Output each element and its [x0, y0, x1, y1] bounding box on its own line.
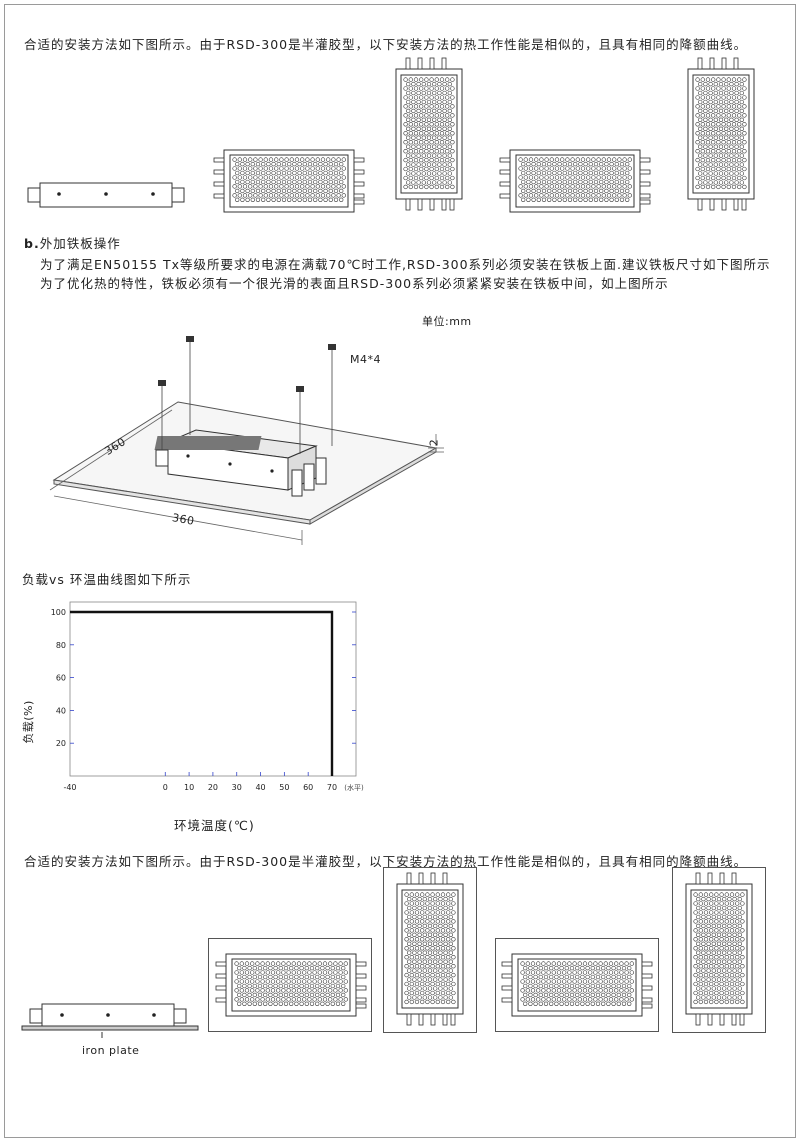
chart-ylabel: 负载(%) — [21, 700, 35, 744]
unit-label: 单位:mm — [422, 315, 472, 328]
derating-chart: 100 80 60 40 20 -40 0 10 20 30 40 50 60 70 (水平) — [51, 601, 364, 792]
y-tick-label: 60 — [56, 674, 66, 683]
x-tick-label: 60 — [303, 783, 313, 792]
vertical-unit-top-2 — [687, 57, 755, 211]
section-b-line1: 为了满足EN50155 Tx等级所要求的电源在满载70℃时工作,RSD-300系… — [40, 257, 771, 272]
dim-thickness: 2 — [427, 438, 441, 447]
plate-frame-1 — [208, 938, 372, 1032]
horizontal-unit-bottom-1 — [215, 953, 367, 1017]
vertical-unit-bottom-1 — [396, 872, 464, 1026]
x-tick-label: 20 — [208, 783, 218, 792]
x-tick-label: 10 — [184, 783, 194, 792]
section-b-line2: 为了优化热的特性，铁板必须有一个很光滑的表面且RSD-300系列必须紧紧安装在铁… — [40, 276, 669, 291]
vertical-unit-bottom-2 — [685, 872, 753, 1026]
side-view-unit-top — [27, 182, 185, 208]
isometric-mounting-drawing — [49, 336, 444, 545]
plate-frame-4 — [672, 867, 766, 1033]
x-tick-label: 50 — [279, 783, 289, 792]
plate-frame-2 — [383, 867, 477, 1033]
horizontal-unit-bottom-2 — [501, 953, 653, 1017]
y-tick-label: 20 — [56, 739, 66, 748]
horizontal-unit-top-1 — [213, 149, 365, 213]
chart-title: 负载vs 环温曲线图如下所示 — [22, 572, 192, 587]
x-tick-label: 0 — [163, 783, 168, 792]
chart-frame — [69, 601, 357, 777]
vertical-unit-top-1 — [395, 57, 463, 211]
x-tick-label: -40 — [63, 783, 76, 792]
derating-curve — [70, 610, 334, 776]
iron-plate-label: iron plate — [82, 1044, 140, 1057]
horizontal-unit-top-2 — [499, 149, 651, 213]
plate-frame-3 — [495, 938, 659, 1032]
side-view-unit-bottom — [21, 1003, 199, 1038]
x-tick-label: 70 — [327, 783, 337, 792]
x-unit-label: (水平) — [344, 783, 364, 792]
y-tick-label: 80 — [56, 641, 66, 650]
chart-xlabel: 环境温度(℃) — [174, 818, 255, 833]
section-a-intro: 合适的安装方法如下图所示。由于RSD-300是半灌胶型，以下安装方法的热工作性能… — [24, 37, 748, 52]
x-tick-label: 40 — [255, 783, 265, 792]
section-c-intro: 合适的安装方法如下图所示。由于RSD-300是半灌胶型，以下安装方法的热工作性能… — [24, 854, 748, 869]
section-b-title: 外加铁板操作 — [39, 236, 121, 251]
x-tick-label: 30 — [232, 783, 242, 792]
section-b-heading: b.外加铁板操作 — [24, 233, 121, 252]
section-b-prefix: b. — [24, 236, 40, 251]
screw-label: M4*4 — [350, 353, 381, 366]
y-tick-label: 40 — [56, 706, 66, 715]
y-tick-label: 100 — [51, 608, 66, 617]
page-frame — [4, 4, 796, 1138]
